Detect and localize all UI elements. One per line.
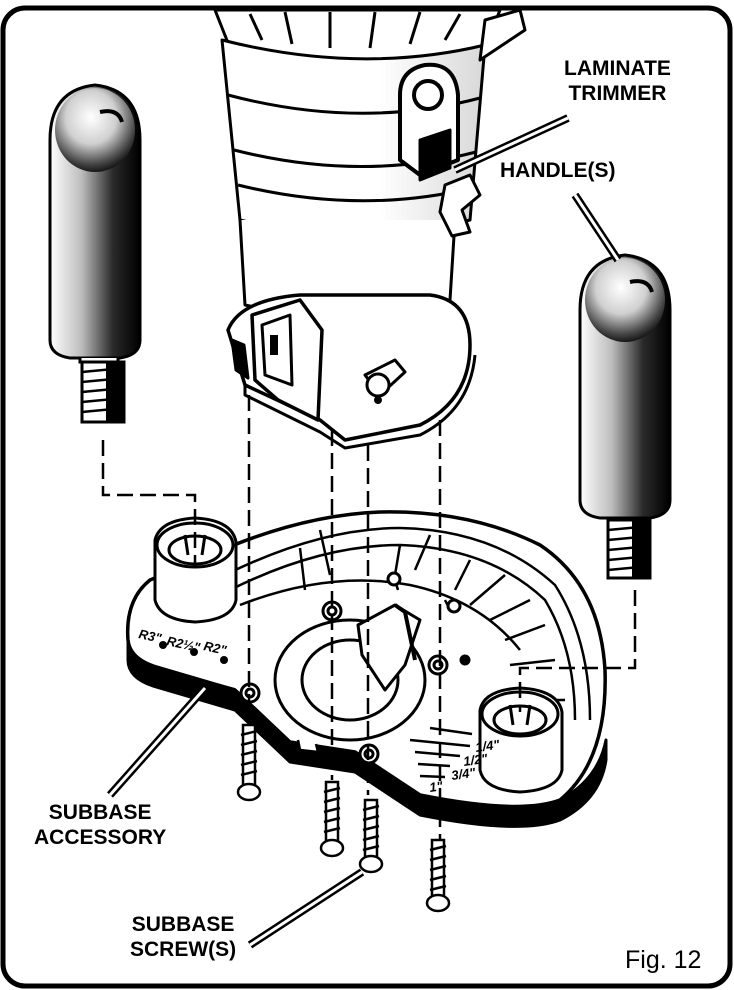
radius-mark-three-quarter: 3/4" — [450, 765, 477, 783]
screw-1 — [236, 723, 262, 802]
radius-mark-quarter: 1/4" — [474, 737, 501, 755]
subbase-screws-label: SUBBASE SCREW(S) — [130, 913, 237, 961]
figure-number: Fig. 12 — [625, 946, 702, 974]
laminate-trimmer-label: LAMINATE TRIMMER — [564, 57, 671, 105]
radius-mark-r2: R2" — [202, 638, 228, 658]
screw-2 — [319, 780, 345, 858]
figure-frame — [0, 5, 733, 989]
radius-mark-r3: R3" — [137, 626, 163, 646]
screw-3 — [358, 798, 384, 874]
right-handle — [578, 253, 672, 580]
laminate-trimmer-drawing — [213, 8, 527, 450]
screw-4 — [425, 838, 451, 913]
alignment-lines — [101, 395, 637, 840]
handles-label: HANDLE(S) — [500, 159, 616, 182]
radius-mark-half: 1/2" — [462, 751, 489, 769]
left-handle — [48, 83, 142, 424]
leader-lines — [107, 114, 622, 949]
subbase-accessory-label: SUBBASE ACCESSORY — [34, 801, 167, 849]
radius-mark-r2-half: R2½" — [165, 633, 202, 655]
